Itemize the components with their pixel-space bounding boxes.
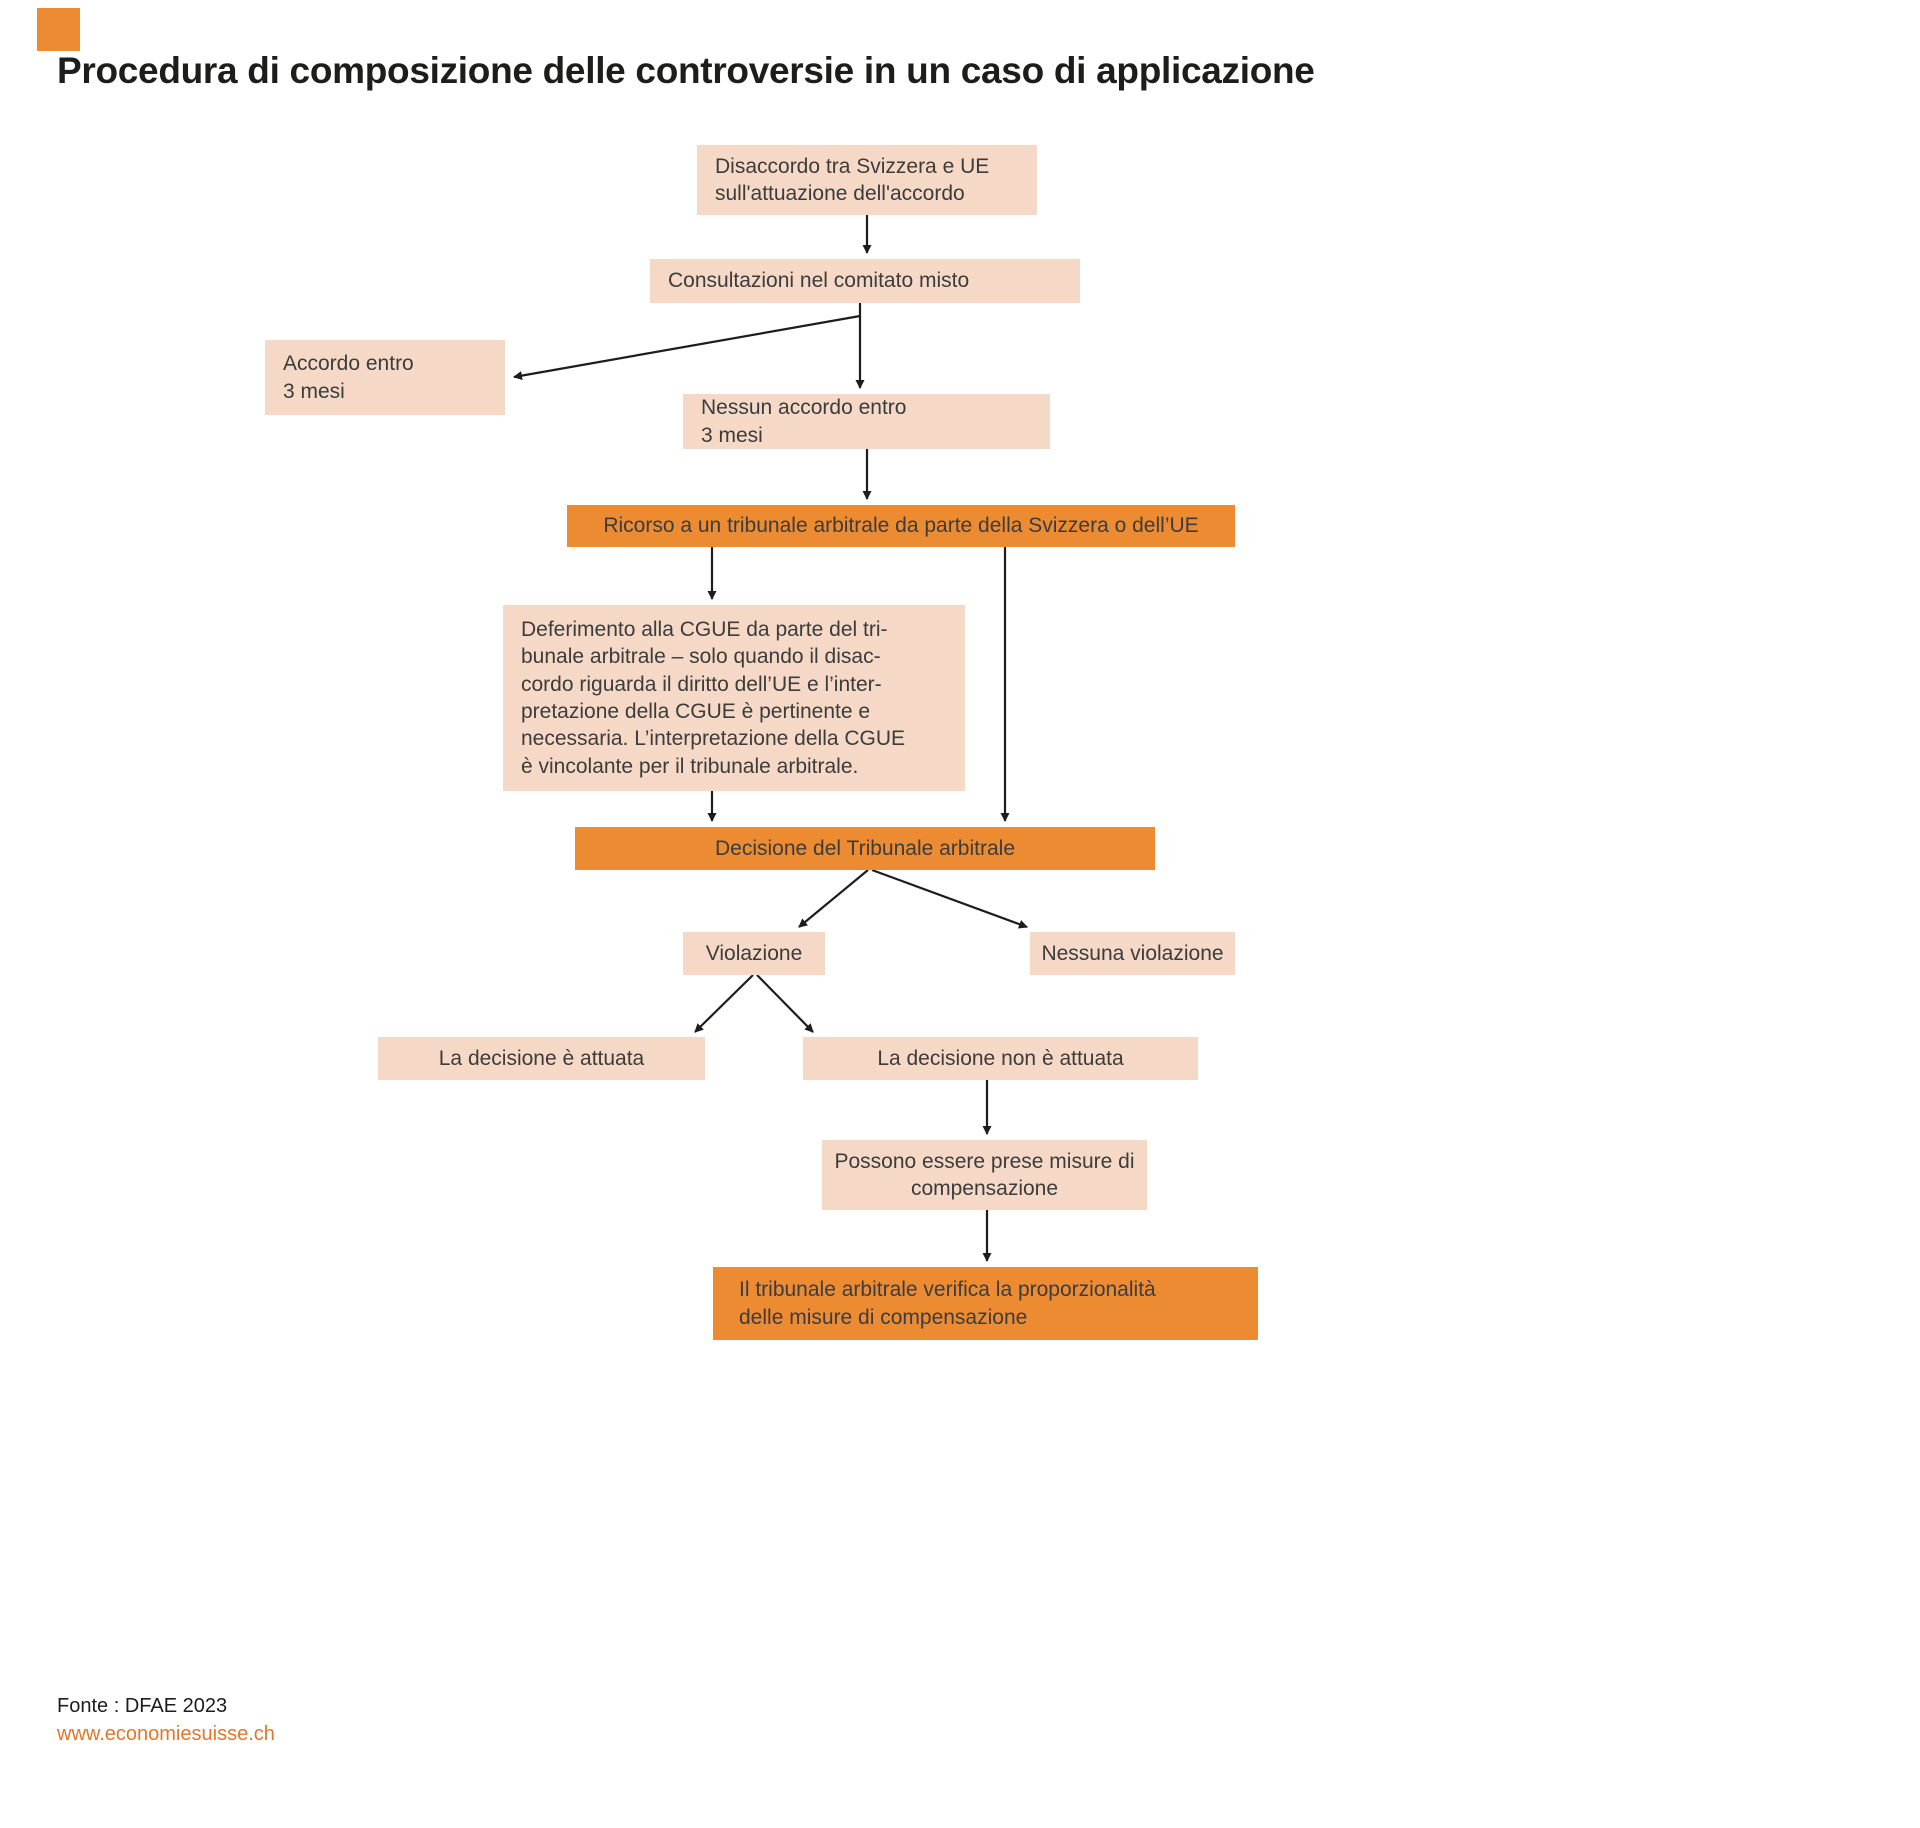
node-proporzionalita: Il tribunale arbitrale verifica la propo… [713,1267,1258,1340]
node-accordo: Accordo entro 3 mesi [265,340,505,415]
arrow-decisione-nessuna-violazione [871,868,1028,929]
arrow-decisione-violazione [798,869,869,928]
node-non-attuata: La decisione non è attuata [803,1037,1198,1080]
page-title: Procedura di composizione delle controve… [57,50,1315,91]
node-consultazioni: Consultazioni nel comitato misto [650,259,1080,303]
node-misure: Possono essere prese misure di compensaz… [822,1140,1147,1210]
node-attuata: La decisione è attuata [378,1037,705,1080]
arrow-consultazioni-accordo [513,314,861,381]
node-disaccordo: Disaccordo tra Svizzera e UE sull'attuaz… [697,145,1037,215]
economiesuisse-logo [37,8,80,51]
node-nessun-accordo: Nessun accordo entro 3 mesi [683,394,1050,449]
arrow-violazione-non-attuata [756,974,814,1033]
source-text: Fonte : DFAE 2023 [57,1695,228,1717]
node-decisione: Decisione del Tribunale arbitrale [575,827,1155,870]
node-nessuna-violazione: Nessuna violazione [1030,932,1235,975]
node-deferimento: Deferimento alla CGUE da parte del tri- … [503,605,965,791]
node-violazione: Violazione [683,932,825,975]
arrow-violazione-attuata [694,974,754,1033]
website-link[interactable]: www.economiesuisse.ch [57,1723,275,1745]
node-ricorso: Ricorso a un tribunale arbitrale da part… [567,505,1235,547]
footer: Fonte : DFAE 2023 www.economiesuisse.ch [57,1692,275,1748]
